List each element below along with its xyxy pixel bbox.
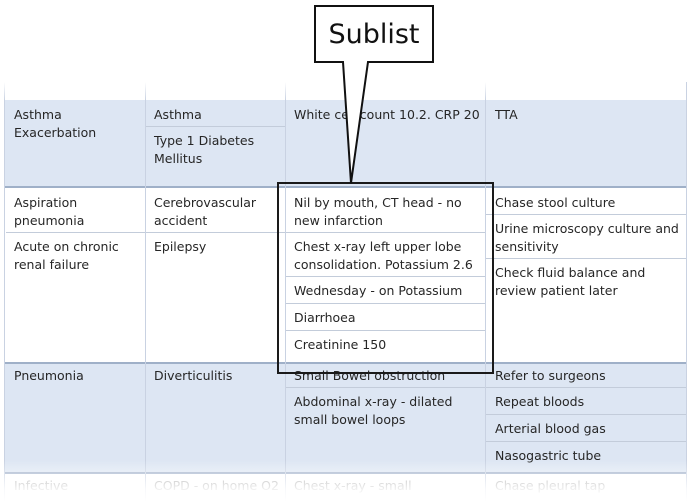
table-cell[interactable]: Asthma Exacerbation — [14, 107, 97, 140]
row-divider — [5, 186, 687, 188]
row-divider — [5, 362, 687, 364]
table-cell[interactable]: Check fluid balance and review patient l… — [495, 265, 646, 298]
table-cell[interactable]: Refer to surgeons — [495, 368, 606, 383]
table-cell[interactable]: Chest x-ray - small — [294, 478, 412, 493]
cell-separator — [286, 232, 485, 233]
table-cell[interactable]: Acute on chronic renal failure — [14, 239, 119, 272]
table-cell[interactable]: Urine microscopy culture and sensitivity — [495, 221, 679, 254]
column-divider — [285, 82, 286, 502]
row-band — [5, 188, 687, 362]
table-cell[interactable]: Arterial blood gas — [495, 421, 606, 436]
table-cell[interactable]: Diverticulitis — [154, 368, 233, 383]
table-cell[interactable]: Chase pleural tap — [495, 478, 606, 493]
table-cell[interactable]: TTA — [495, 107, 518, 122]
sublist-item[interactable]: Wednesday - on Potassium — [294, 283, 463, 298]
table-cell[interactable]: COPD - on home O2 — [154, 478, 279, 493]
patient-table: Asthma Exacerbation Asthma Type 1 Diabet… — [4, 82, 687, 504]
table-cell[interactable]: Infective — [14, 478, 69, 493]
table-cell[interactable]: Cerebrovascular accident — [154, 195, 257, 228]
cell-separator — [6, 232, 145, 233]
cell-separator — [146, 126, 285, 127]
table-cell[interactable]: Chase stool culture — [495, 195, 616, 210]
cell-separator — [286, 387, 485, 388]
callout-label: Sublist — [328, 18, 420, 50]
table-cell[interactable]: Epilepsy — [154, 239, 207, 254]
sublist-item[interactable]: Diarrhoea — [294, 310, 356, 325]
cell-separator — [486, 214, 686, 215]
table-cell[interactable]: Asthma — [154, 107, 202, 122]
column-divider — [485, 82, 486, 502]
table-cell[interactable]: Type 1 Diabetes Mellitus — [154, 133, 255, 166]
cell-separator — [486, 258, 686, 259]
cell-separator — [286, 303, 485, 304]
cell-separator — [486, 441, 686, 442]
column-divider — [686, 82, 687, 502]
cell-separator — [146, 232, 285, 233]
table-cell[interactable]: Small Bowel obstruction — [294, 368, 446, 383]
table-cell[interactable]: Repeat bloods — [495, 394, 585, 409]
table-cell[interactable]: White cell count 10.2. CRP 20 — [294, 107, 480, 122]
table-cell[interactable]: Pneumonia — [14, 368, 84, 383]
cell-separator — [486, 414, 686, 415]
cell-separator — [286, 330, 485, 331]
sublist-item[interactable]: Nil by mouth, CT head - no new infarctio… — [294, 195, 462, 228]
sublist-item[interactable]: Creatinine 150 — [294, 337, 387, 352]
table-cell[interactable]: Nasogastric tube — [495, 448, 602, 463]
sublist-item[interactable]: Chest x-ray left upper lobe consolidatio… — [294, 239, 473, 272]
row-band — [5, 364, 687, 472]
cell-separator — [486, 387, 686, 388]
table-cell[interactable]: Abdominal x-ray - dilated small bowel lo… — [294, 394, 453, 427]
column-divider — [145, 82, 146, 502]
cell-separator — [286, 276, 485, 277]
table-cell[interactable]: Aspiration pneumonia — [14, 195, 85, 228]
